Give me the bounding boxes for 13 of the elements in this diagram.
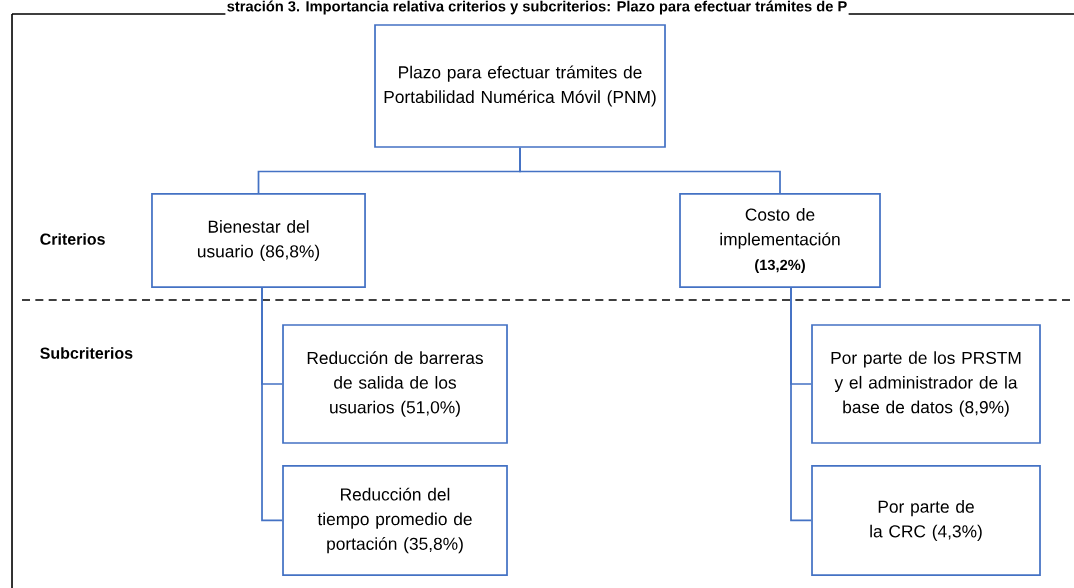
row-label: Criterios <box>40 233 105 245</box>
connector <box>261 286 283 522</box>
row-label: Subcriterios <box>40 347 133 359</box>
box: Plazo para efectuar trámites de Portabilidad Numérica Móvil (PNM) <box>374 24 666 148</box>
box: Bienestar del usuario (86,8%) <box>151 193 366 288</box>
box: Reducción del tiempo promedio de portación (35,8%) <box>282 465 508 576</box>
title: stración 3. Importancia relativa criterios y subcriterios: Plazo para efectuar trámites de P <box>225 0 849 16</box>
connector <box>519 147 781 194</box>
box: Por parte de los PRSTM y el administrador de la base de datos (8,9%) <box>811 324 1041 444</box>
box: Por parte de la CRC (4,3%) <box>811 465 1041 576</box>
box: Costo de implementación (13,2%) <box>679 193 881 288</box>
connector <box>790 286 812 522</box>
box: Reducción de barreras de salida de los usuarios (51,0%) <box>282 324 508 444</box>
